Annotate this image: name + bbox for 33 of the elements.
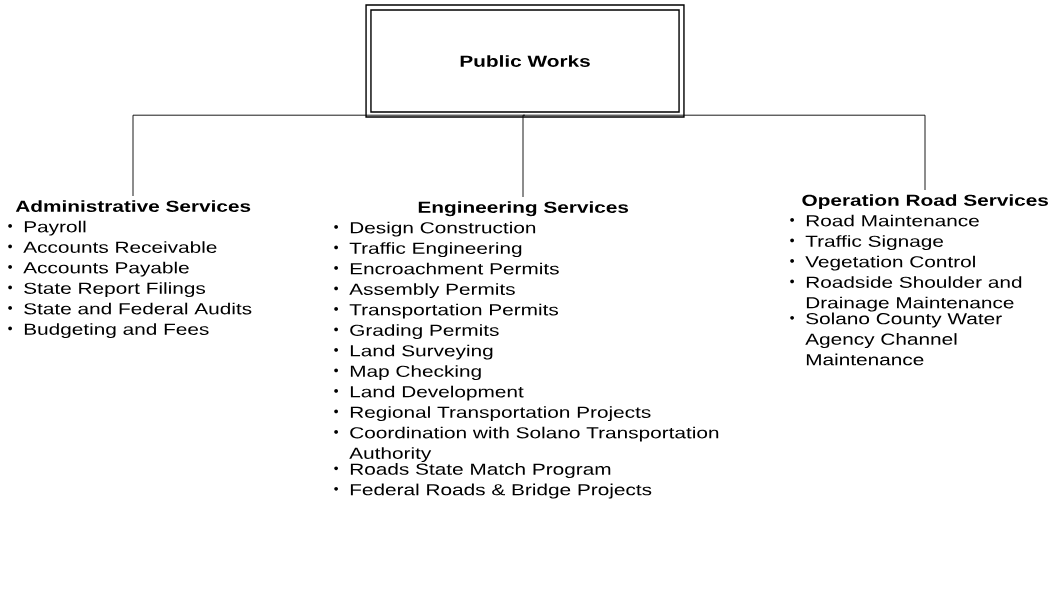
list-item: Encroachment Permits (334, 262, 559, 275)
list-item: Vegetation Control (790, 255, 975, 271)
list-item: State Report Filings (8, 282, 206, 298)
heading: Operation Road Services (802, 194, 1048, 210)
list-item: Traffic Engineering (334, 242, 522, 258)
list-item: Map Checking (334, 365, 481, 381)
list-item: Budgeting and Fees (8, 323, 209, 339)
connector-line (522, 114, 526, 198)
list-item: Design Construction (334, 221, 536, 237)
heading: Engineering Services (418, 201, 629, 217)
service-group (8, 200, 252, 339)
list-item: Transportation Permits (334, 303, 559, 319)
list-item: Accounts Payable (8, 261, 189, 277)
list-item: Grading Permits (334, 324, 499, 340)
list-item: Roads State Match Program (334, 463, 611, 479)
list-item: Land Surveying (334, 344, 493, 360)
list-item: State and Federal Audits (8, 302, 252, 315)
service-group (790, 194, 1048, 366)
list-item: Solano County Water Agency Channel Maintenance (790, 312, 1002, 366)
heading: Administrative Services (15, 200, 251, 212)
service-group (334, 201, 719, 499)
list-item: Accounts Receivable (8, 241, 217, 253)
list-item: Land Development (334, 385, 524, 401)
list-item: Road Maintenance (790, 214, 979, 227)
list-item: Payroll (8, 220, 86, 236)
list-item: Roadside Shoulder and Drainage Maintenance (790, 276, 1022, 312)
connector-line (524, 114, 926, 191)
list-item: Traffic Signage (790, 235, 943, 251)
list-item: Coordination with Solano Transportation Authority (334, 426, 719, 463)
list-item: Assembly Permits (334, 283, 515, 299)
list-item: Regional Transportation Projects (334, 406, 651, 422)
list-item: Federal Roads & Bridge Projects (334, 483, 652, 499)
title-box: Public Works (365, 4, 685, 118)
